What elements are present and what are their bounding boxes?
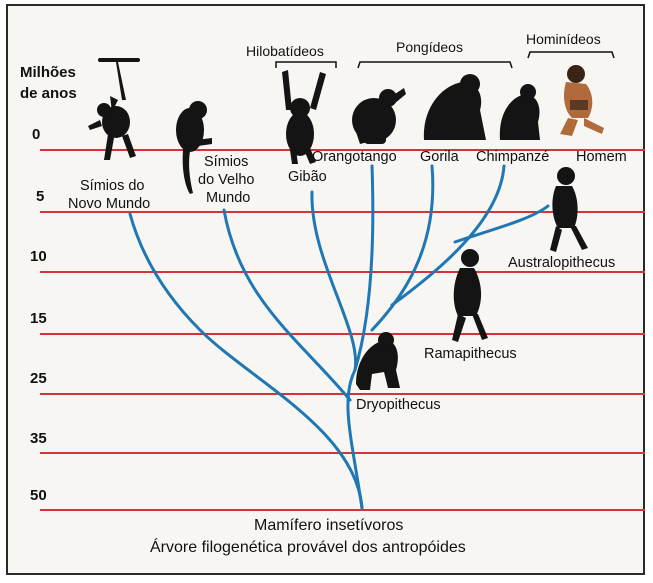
axis-tick-15: 15: [30, 310, 47, 327]
label-old-world-2: do Velho: [198, 172, 254, 188]
label-gibbon: Gibão: [288, 169, 327, 185]
axis-tick-10: 10: [30, 248, 47, 265]
label-dryopithecus: Dryopithecus: [356, 397, 441, 413]
label-gorilla: Gorila: [420, 149, 460, 165]
branch-orangutan: [355, 166, 373, 370]
group-pongids: Pongídeos: [396, 39, 463, 55]
label-root: Mamífero insetívoros: [254, 517, 403, 534]
label-orangutan: Orangotango: [312, 149, 397, 165]
axis-tick-35: 35: [30, 430, 47, 447]
branch-old-world: [224, 210, 350, 400]
gorilla-icon: [424, 74, 486, 140]
label-old-world-3: Mundo: [206, 190, 250, 206]
hylobatids-bracket: [276, 62, 336, 68]
axis-tick-25: 25: [30, 370, 47, 387]
chimpanzee-icon: [500, 84, 540, 140]
human-icon: [560, 65, 604, 136]
branch-chimpanzee: [392, 166, 504, 305]
label-ramapithecus: Ramapithecus: [424, 346, 517, 362]
ramapithecus-icon: [452, 249, 488, 342]
hominids-bracket: [528, 52, 614, 58]
axis-tick-50: 50: [30, 487, 47, 504]
group-hominids: Hominídeos: [526, 31, 601, 47]
branch-gibbon: [312, 192, 362, 508]
label-australopithecus: Australopithecus: [508, 255, 615, 271]
pongids-bracket: [358, 62, 512, 68]
label-human: Homem: [576, 149, 627, 165]
axis-tick-0: 0: [32, 126, 40, 143]
axis-title-line1: Milhões: [20, 64, 76, 81]
figure-caption: Árvore filogenética provável dos antropó…: [150, 537, 466, 556]
new-world-monkey-icon: [88, 58, 140, 160]
australopithecus-icon: [550, 167, 588, 252]
orangutan-icon: [352, 88, 406, 144]
branch-gorilla: [372, 166, 433, 330]
label-new-world-2: Novo Mundo: [68, 196, 150, 212]
group-hylobatids: Hilobatídeos: [246, 43, 324, 59]
branch-new-world: [130, 214, 362, 508]
axis-title-line2: de anos: [20, 85, 77, 102]
label-old-world-1: Símios: [204, 154, 248, 170]
axis-tick-5: 5: [36, 188, 44, 205]
label-chimpanzee: Chimpanzé: [476, 149, 549, 165]
label-new-world-1: Símios do: [80, 178, 144, 194]
